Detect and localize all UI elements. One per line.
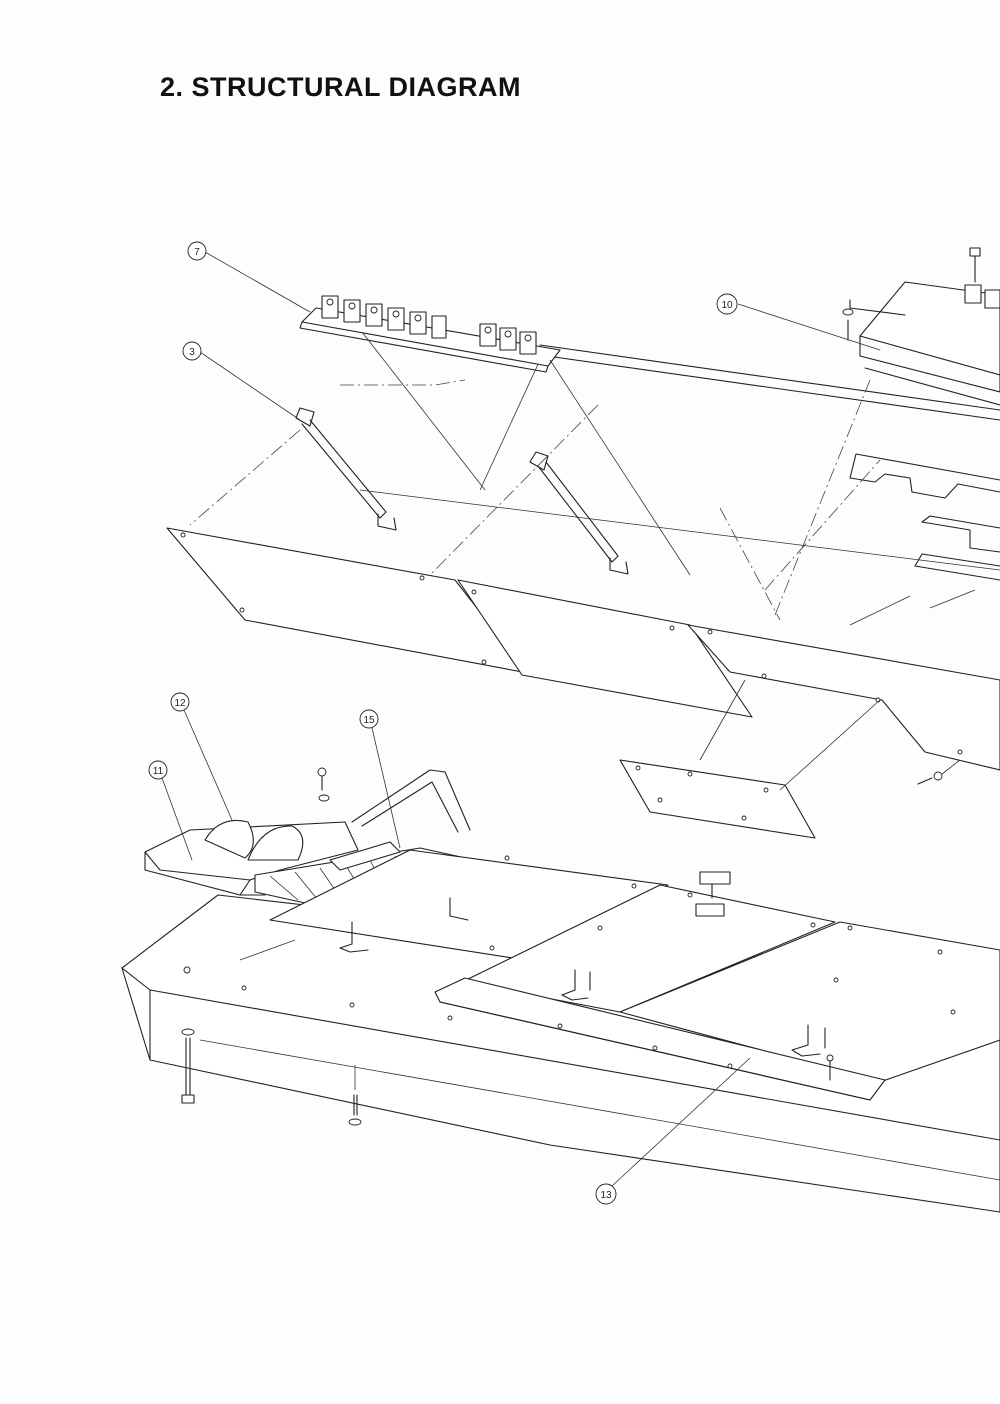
callout-11: 11 — [148, 760, 193, 861]
callout-12: 12 — [170, 692, 233, 821]
cover-plate-middle — [457, 579, 753, 718]
svg-text:15: 15 — [363, 715, 375, 726]
callout-10: 10 — [716, 293, 881, 351]
callout-15: 15 — [359, 709, 401, 849]
right-brackets — [849, 453, 1000, 581]
bracket-left — [295, 407, 397, 531]
svg-text:3: 3 — [189, 347, 195, 358]
short-bolt — [348, 1065, 362, 1126]
bracket-right — [529, 451, 629, 575]
page-title: 2. STRUCTURAL DIAGRAM — [160, 72, 521, 102]
pedal-box — [144, 819, 359, 896]
callout-3: 3 — [182, 341, 301, 421]
callout-13: 13 — [595, 1057, 751, 1205]
mounting-tabs — [339, 871, 826, 1057]
svg-text:10: 10 — [721, 300, 733, 311]
right-module — [842, 247, 1000, 406]
back-panel — [359, 344, 1000, 571]
front-rail — [434, 977, 886, 1101]
screw-right — [917, 759, 961, 785]
inner-plate-right — [619, 921, 1000, 1083]
cabinet-screw — [826, 1054, 834, 1081]
long-bolt — [181, 1028, 195, 1104]
jack-board — [299, 295, 691, 576]
small-plate — [619, 759, 816, 839]
callout-7: 7 — [187, 241, 311, 313]
svg-text:11: 11 — [153, 766, 164, 777]
svg-text:13: 13 — [600, 1190, 612, 1201]
svg-text:12: 12 — [174, 698, 186, 709]
svg-text:7: 7 — [194, 247, 200, 258]
screw-top — [317, 767, 330, 802]
